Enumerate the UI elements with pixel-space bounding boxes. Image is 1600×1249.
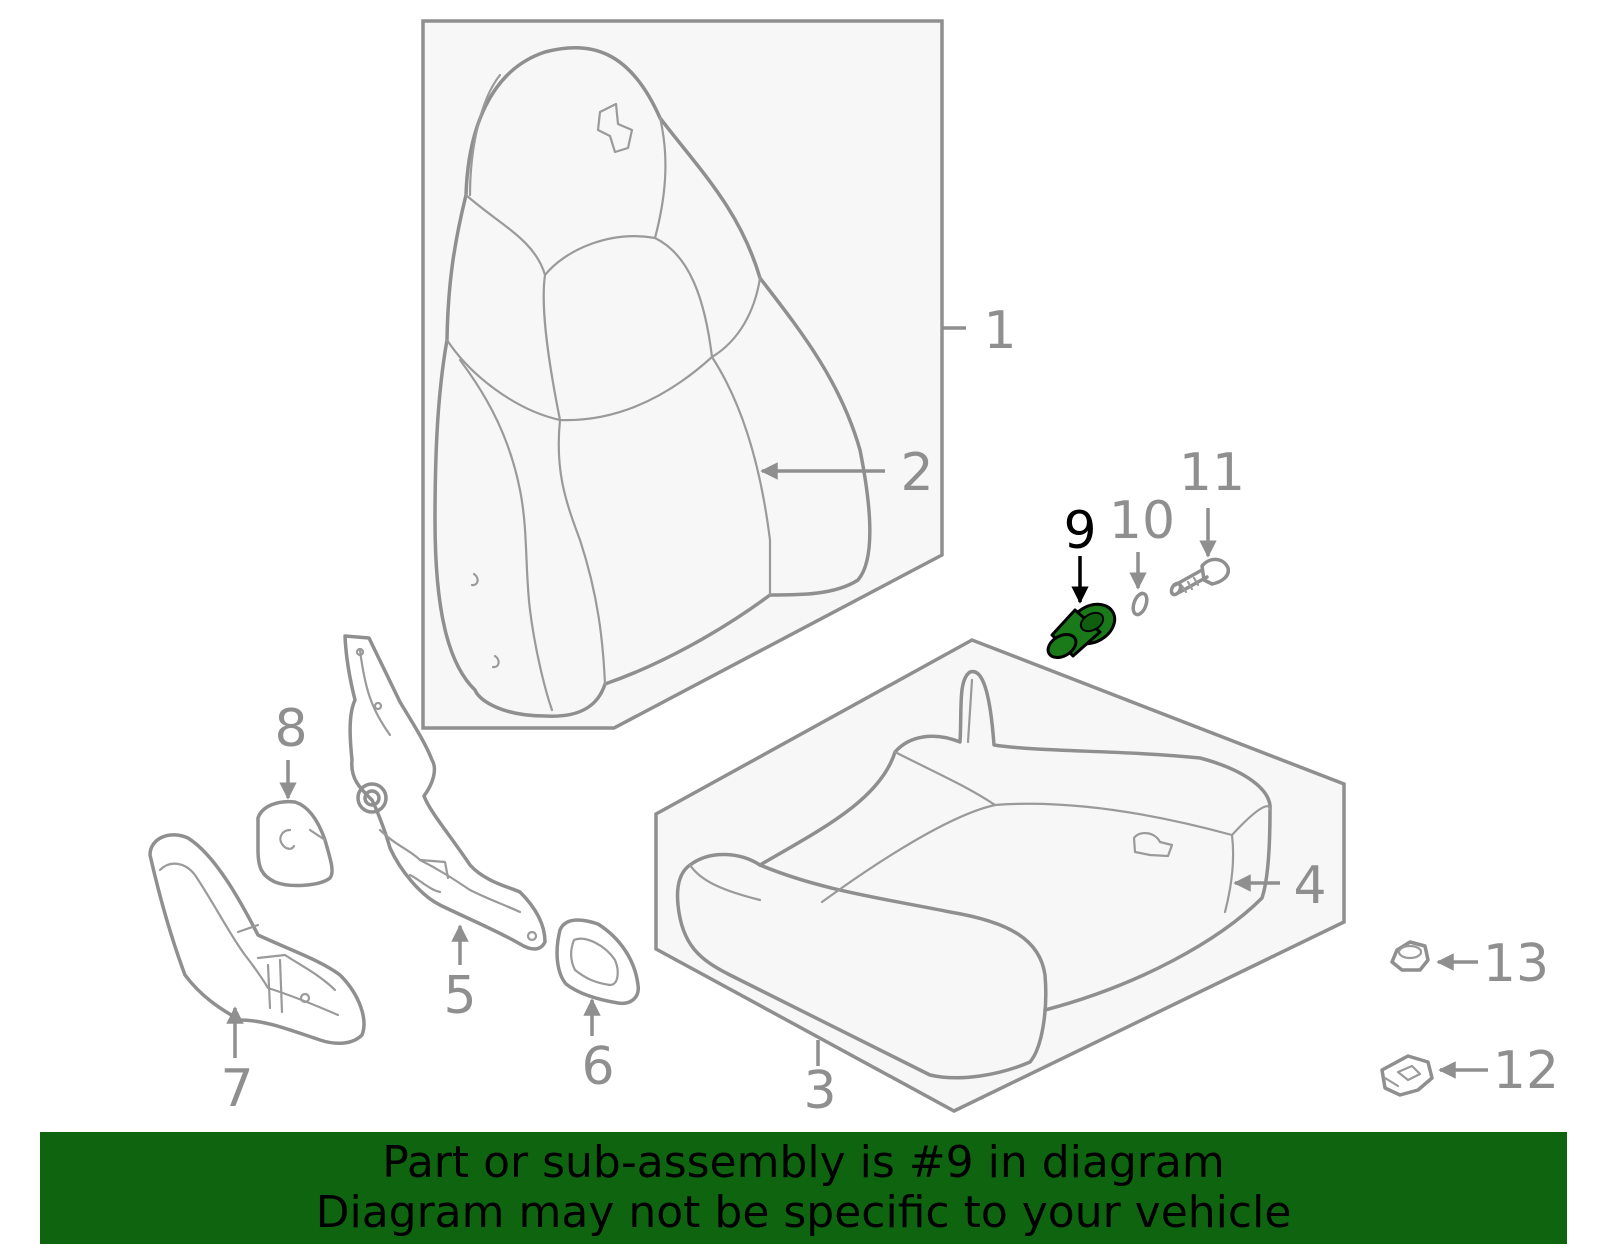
nut-13 — [1390, 940, 1478, 972]
seat-cushion-assembly-group — [654, 638, 1346, 1113]
banner-line-disclaimer: Diagram may not be specific to your vehi… — [315, 1187, 1292, 1238]
callout-3: 3 — [803, 1061, 836, 1121]
seat-cushion-panel — [654, 638, 1346, 1113]
callout-5: 5 — [443, 966, 476, 1026]
callout-7: 7 — [220, 1059, 253, 1119]
bolt-11 — [1169, 508, 1231, 597]
seat-back-cushion-drawing — [433, 45, 872, 718]
callout-12: 12 — [1493, 1041, 1559, 1101]
cap-8 — [256, 760, 334, 888]
callout-11: 11 — [1179, 443, 1245, 503]
callout-6: 6 — [581, 1037, 614, 1097]
seat-back-assembly-group — [421, 19, 966, 730]
recliner-hinge-part — [343, 634, 547, 965]
callout-13: 13 — [1483, 934, 1549, 994]
banner-line-part-number: Part or sub-assembly is #9 in diagram — [382, 1137, 1225, 1188]
callout-8: 8 — [274, 699, 307, 759]
callout-10: 10 — [1109, 491, 1175, 551]
callout-2: 2 — [900, 443, 933, 503]
callout-4: 4 — [1293, 856, 1326, 916]
seat-back-panel — [421, 19, 944, 730]
trim-cover-6 — [555, 918, 640, 1036]
highlighted-part-9 — [1046, 556, 1117, 659]
part-info-banner: Part or sub-assembly is #9 in diagram Di… — [40, 1132, 1567, 1244]
washer-10 — [1129, 552, 1149, 617]
clip-12 — [1380, 1054, 1488, 1097]
seat-cushion-drawing — [675, 669, 1272, 1080]
callout-9: 9 — [1063, 501, 1096, 561]
side-cover-7 — [148, 833, 366, 1058]
callout-1: 1 — [983, 301, 1016, 361]
